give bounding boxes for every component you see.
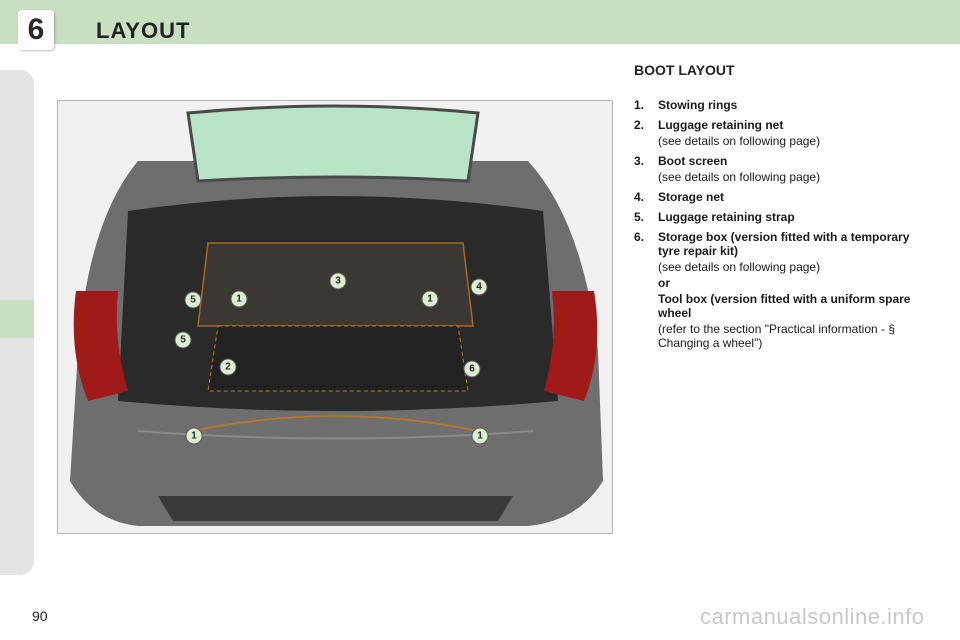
- callout-label: 3: [335, 276, 341, 287]
- callout-label: 1: [427, 294, 433, 305]
- list-item: 3. Boot screen (see details on following…: [634, 154, 934, 184]
- callout-label: 1: [191, 431, 197, 442]
- callout-1-right-bottom: 1: [471, 427, 489, 445]
- callout-label: 5: [180, 335, 186, 346]
- item-number: 3.: [634, 154, 645, 168]
- callout-label: 5: [190, 295, 196, 306]
- item-or: or: [658, 276, 670, 290]
- watermark: carmanualsonline.info: [700, 604, 925, 629]
- item-note: (see details on following page): [658, 134, 821, 148]
- callout-1-left-bottom: 1: [185, 427, 203, 445]
- page-number: 90: [32, 608, 48, 624]
- callout-5-lower: 5: [174, 331, 192, 349]
- boot-illustration: 1 1 1 1 2 3 4 5 5 6: [57, 100, 613, 534]
- callout-2: 2: [219, 358, 237, 376]
- chapter-marker: [0, 300, 34, 338]
- callout-label: 4: [476, 282, 482, 293]
- section-heading: BOOT LAYOUT: [634, 62, 735, 78]
- chapter-number-tab: 6: [18, 10, 54, 50]
- item-note: (see details on following page): [658, 170, 821, 184]
- item-alt-title: Tool box (version fitted with a uniform …: [658, 292, 911, 320]
- callout-label: 6: [469, 364, 475, 375]
- item-title: Storage net: [658, 190, 725, 204]
- list-item: 1. Stowing rings: [634, 98, 934, 112]
- item-title: Boot screen: [658, 154, 728, 168]
- callout-1-right-top: 1: [421, 290, 439, 308]
- list-item: 6. Storage box (version fitted with a te…: [634, 230, 934, 350]
- callout-label: 2: [225, 362, 231, 373]
- item-number: 5.: [634, 210, 645, 224]
- callout-4: 4: [470, 278, 488, 296]
- item-note: (see details on following page): [658, 260, 821, 274]
- item-title: Storage box (version fitted with a tempo…: [658, 230, 910, 258]
- item-title: Luggage retaining net: [658, 118, 784, 132]
- car-boot-drawing: 1 1 1 1 2 3 4 5 5 6: [70, 104, 603, 526]
- list-item: 5. Luggage retaining strap: [634, 210, 934, 224]
- item-number: 4.: [634, 190, 645, 204]
- item-alt-note: (refer to the section "Practical informa…: [658, 322, 896, 350]
- item-number: 2.: [634, 118, 645, 132]
- callout-3: 3: [329, 272, 347, 290]
- boot-items-list: 1. Stowing rings 2. Luggage retaining ne…: [634, 98, 934, 356]
- callout-label: 1: [477, 431, 483, 442]
- list-item: 2. Luggage retaining net (see details on…: [634, 118, 934, 148]
- callout-6: 6: [463, 360, 481, 378]
- callout-1-left-top: 1: [230, 290, 248, 308]
- list-item: 4. Storage net: [634, 190, 934, 204]
- item-title: Luggage retaining strap: [658, 210, 795, 224]
- callout-label: 1: [236, 294, 242, 305]
- header-band: [0, 0, 960, 44]
- page-title: LAYOUT: [96, 18, 191, 43]
- item-title: Stowing rings: [658, 98, 738, 112]
- item-number: 6.: [634, 230, 645, 244]
- callout-5-upper: 5: [184, 291, 202, 309]
- item-number: 1.: [634, 98, 645, 112]
